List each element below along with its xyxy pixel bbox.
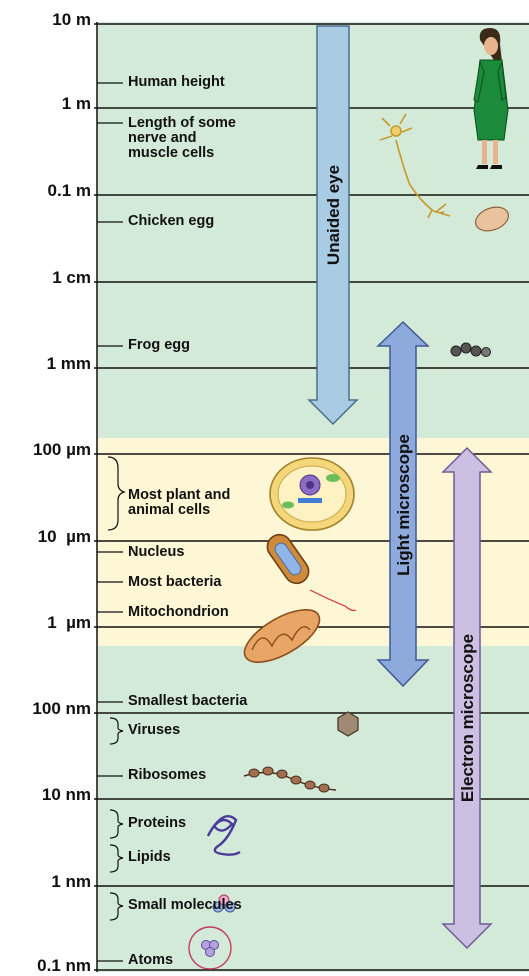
plant-cell-icon xyxy=(270,458,354,530)
label-smallest-bacteria: Smallest bacteria xyxy=(128,694,247,709)
scale-label-100um: 100 µm xyxy=(33,440,91,460)
label-ribosomes: Ribosomes xyxy=(128,768,206,783)
label-lipids: Lipids xyxy=(128,850,171,865)
label-small-molecules: Small molecules xyxy=(128,898,242,913)
label-atoms: Atoms xyxy=(128,953,173,968)
virus-icon xyxy=(338,712,358,736)
label-plant-animal-cells: Most plant and animal cells xyxy=(128,488,230,518)
scale-label-10um: 10 µm xyxy=(38,527,91,547)
label-nucleus: Nucleus xyxy=(128,545,184,560)
label-human-height: Human height xyxy=(128,75,225,90)
label-most-bacteria: Most bacteria xyxy=(128,575,221,590)
label-mitochondrion: Mitochondrion xyxy=(128,605,229,620)
scale-label-100nm: 100 nm xyxy=(32,699,91,719)
electron-microscope-label: Electron microscope xyxy=(458,634,477,802)
scale-label-1m: 1 m xyxy=(62,94,91,114)
scale-label-10nm: 10 nm xyxy=(42,785,91,805)
scale-label-1mm: 1 mm xyxy=(47,354,91,374)
label-proteins: Proteins xyxy=(128,816,186,831)
scale-label-0-1m: 0.1 m xyxy=(48,181,91,201)
light-microscope-label: Light microscope xyxy=(394,434,413,576)
scale-label-10m: 10 m xyxy=(52,10,91,30)
scale-label-1um: 1 µm xyxy=(47,613,91,633)
label-nerve-cells: Length of some nerve and muscle cells xyxy=(128,116,236,161)
unaided-eye-label: Unaided eye xyxy=(324,165,343,265)
scale-label-0-1nm: 0.1 nm xyxy=(37,956,91,976)
label-viruses: Viruses xyxy=(128,723,180,738)
scale-label-1nm: 1 nm xyxy=(51,872,91,892)
scale-label-1cm: 1 cm xyxy=(52,268,91,288)
label-chicken-egg: Chicken egg xyxy=(128,214,214,229)
label-frog-egg: Frog egg xyxy=(128,338,190,353)
